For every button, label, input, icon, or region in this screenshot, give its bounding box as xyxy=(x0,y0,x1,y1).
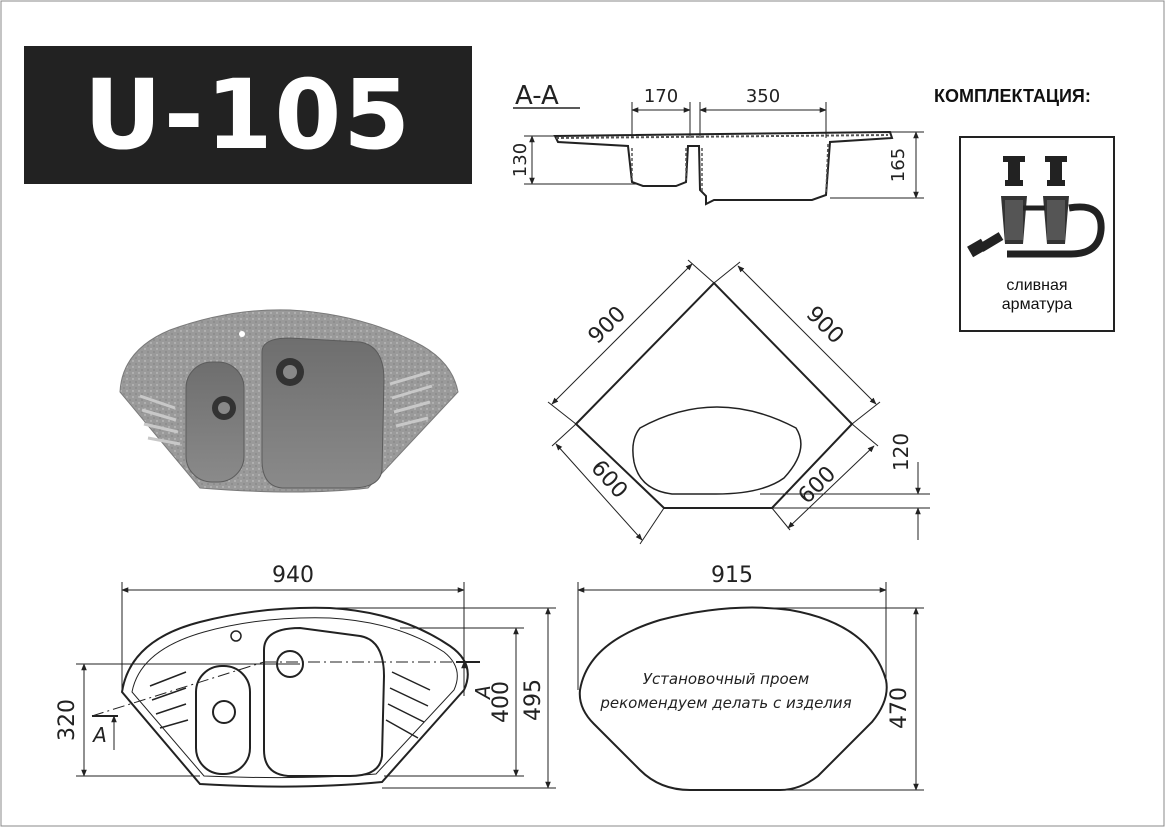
dim-section-350: 350 xyxy=(746,86,780,107)
kit-title: КОМПЛЕКТАЦИЯ: xyxy=(934,86,1091,106)
corner-plan: 900 900 600 600 120 xyxy=(547,259,930,545)
drain-siphon-icon xyxy=(967,156,1105,258)
kit-item-line2: арматура xyxy=(1001,296,1073,313)
dim-section-170: 170 xyxy=(644,86,678,107)
section-mark-left: A xyxy=(91,723,107,747)
dim-section-130: 130 xyxy=(510,143,531,177)
section-profile xyxy=(553,130,894,206)
cutout-note-line1: Установочный проем xyxy=(643,670,809,688)
kit-box: сливная арматура xyxy=(959,136,1115,332)
dim-corner-900-left: 900 xyxy=(584,302,631,349)
dim-cutout-470: 470 xyxy=(887,687,912,729)
kit-item-line1: сливная xyxy=(1006,277,1068,294)
dim-cutout-915: 915 xyxy=(711,563,753,588)
dim-top-320: 320 xyxy=(55,699,80,741)
section-mark-right: A xyxy=(471,685,495,701)
top-view: 940 495 400 320 A A xyxy=(55,563,556,789)
dim-section-165: 165 xyxy=(888,148,909,182)
kit-item-label: сливная арматура xyxy=(961,276,1113,314)
dim-corner-900-right: 900 xyxy=(801,302,848,349)
section-view: A-A 170 350 130 165 xyxy=(510,81,924,206)
dim-corner-120: 120 xyxy=(889,433,913,471)
dim-top-495: 495 xyxy=(521,679,546,721)
dim-top-400: 400 xyxy=(489,681,514,723)
model-title: U-105 xyxy=(83,59,413,171)
dim-top-940: 940 xyxy=(272,563,314,588)
cutout-view: 915 470 Установочный проем рекомендуем д… xyxy=(577,563,924,791)
model-banner: U-105 xyxy=(24,46,472,184)
section-label: A-A xyxy=(515,81,559,111)
cutout-note-line2: рекомендуем делать с изделия xyxy=(599,694,851,712)
sink-photo xyxy=(119,309,459,493)
